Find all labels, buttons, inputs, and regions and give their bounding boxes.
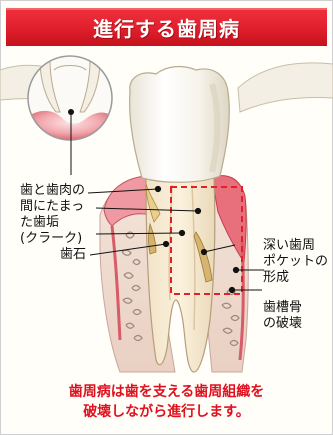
label-calculus: 歯石 — [60, 247, 86, 263]
label-alveolar-bone: 歯槽骨 の破壊 — [263, 300, 302, 332]
figure-caption: 歯周病は歯を支える歯周組織を 破壊しながら進行します。 — [0, 382, 333, 422]
neighbor-tooth-right — [238, 63, 333, 112]
label-plaque: 歯と歯肉の 間にたまっ た歯垢 (クラーク) — [20, 183, 85, 247]
label-periodontal-pocket: 深い歯周 ポケットの 形成 — [263, 238, 328, 286]
magnified-inset — [28, 56, 112, 140]
